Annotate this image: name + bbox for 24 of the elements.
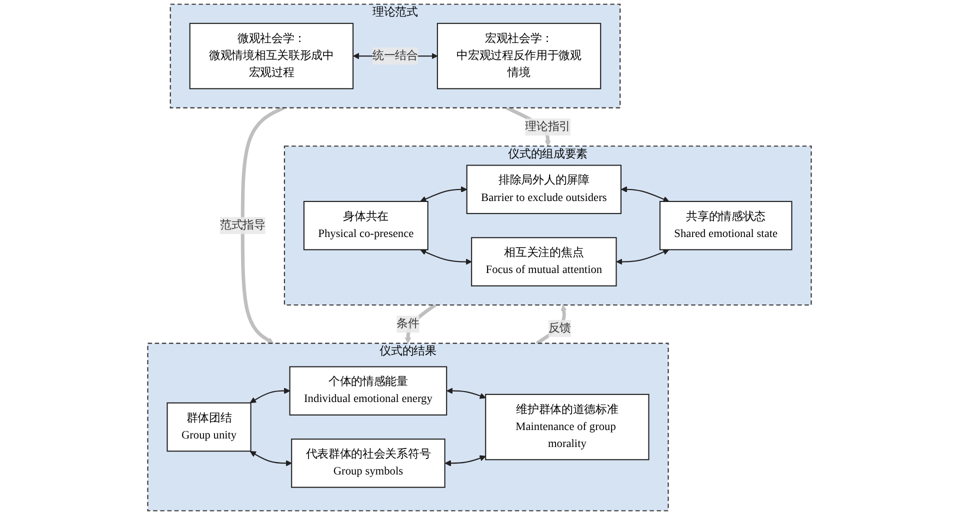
edge-label: 统一结合 [372,50,418,62]
node-box: 共享的情感状态 Shared emotional state [659,200,792,250]
node-box: 群体团结 Group unity [166,402,252,452]
arrow [420,186,468,202]
node-box: 相互关注的焦点 Focus of mutual attention [471,237,617,286]
arrow [444,455,486,466]
node-box: 宏观社会学： 中宏观过程反作用于微观情境 [436,22,602,90]
arrow [240,106,285,344]
edge-label: 理论指引 [525,120,571,133]
edge-label: 条件 [396,318,420,330]
arrow [616,249,670,265]
edge-label: 反馈 [548,322,572,334]
node-box: 排除局外人的屏障 Barrier to exclude outsiders [466,164,622,214]
edge-label: 范式指导 [220,219,266,232]
node-box: 代表群体的社会关系符号 Group symbols [291,438,446,488]
node-box: 维护群体的道德标准 Maintenance of group morality [485,394,650,460]
arrow [620,186,670,202]
node-box: 身体共在 Physical co-presence [303,200,428,250]
arrow [250,451,292,466]
arrow [250,388,290,404]
arrow [446,388,486,399]
node-box: 微观社会学： 微观情境相互关联形成中宏观过程 [189,22,354,90]
node-box: 个体的情感能量 Individual emotional energy [289,366,448,416]
arrow [420,249,472,265]
